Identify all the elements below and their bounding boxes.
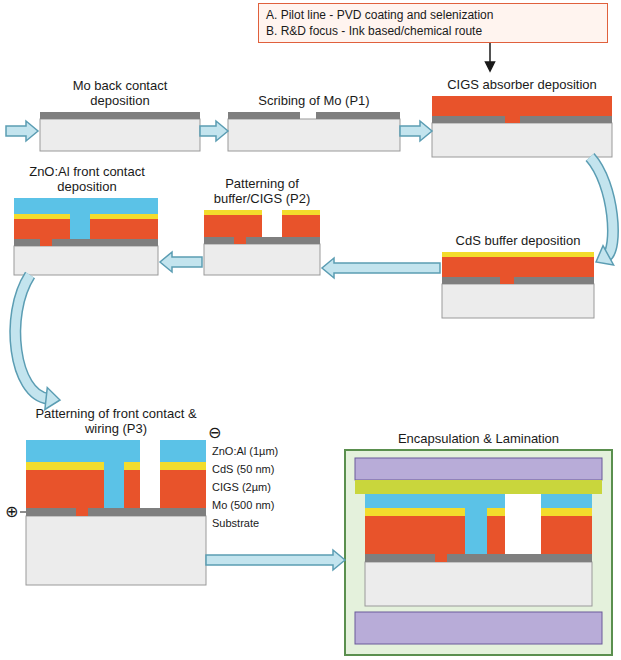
- mo-scribing-stack: [228, 112, 400, 151]
- mo-layer: [52, 239, 158, 246]
- step-heading: CdS buffer deposition: [440, 233, 596, 248]
- process-step: Scribing of Mo (P1): [228, 87, 400, 151]
- process-step: Encapsulation & Lamination: [345, 425, 612, 655]
- step-heading: ZnO:Al front contact deposition: [15, 164, 159, 194]
- encapsulated-module: [345, 450, 612, 655]
- layer-label: Mo (500 nm): [212, 498, 274, 512]
- start-arrow: [6, 121, 38, 141]
- step-heading: Mo back contact deposition: [60, 78, 180, 108]
- process-step: CIGS absorber deposition: [432, 71, 612, 157]
- zno-layer: [465, 494, 487, 554]
- flow-arrow: [322, 258, 440, 278]
- polarity-symbol: ⊖: [208, 424, 221, 442]
- flow-arrow: [590, 157, 614, 265]
- flow-arrow: [200, 121, 228, 141]
- illustration-part: [355, 612, 602, 644]
- block-arrow: [200, 121, 228, 141]
- scribe-gap: [505, 494, 541, 554]
- process-step: Patterning of buffer/CIGS (P2): [202, 170, 322, 275]
- process-step: CdS buffer deposition: [440, 227, 596, 318]
- substrate-layer: [40, 119, 200, 151]
- step-heading: CIGS absorber deposition: [432, 77, 612, 92]
- zno-stack: [14, 198, 158, 275]
- callout-arrow: [489, 43, 491, 62]
- flow-arrow: [15, 275, 60, 409]
- illustration-part: [345, 450, 612, 655]
- substrate-layer: [228, 119, 400, 151]
- arrow-head: [486, 62, 495, 71]
- step-heading: Encapsulation & Lamination: [345, 431, 612, 446]
- curved-arrow-outline: [15, 275, 48, 399]
- illustration-part: [355, 480, 602, 494]
- mo-layer: [442, 277, 500, 284]
- layer-label: Substrate: [212, 516, 259, 530]
- cds-stack: [442, 252, 594, 318]
- mo-layer: [26, 508, 76, 516]
- mo-layer: [432, 116, 505, 123]
- block-arrow: [206, 550, 345, 570]
- substrate-layer: [26, 516, 206, 585]
- layer-label: CIGS (2µm): [212, 480, 271, 494]
- illustration-part: [355, 458, 602, 480]
- substrate-layer: [204, 244, 320, 275]
- substrate-layer: [365, 562, 592, 606]
- polarity-symbol: ⊕: [5, 503, 18, 521]
- flow-arrow: [400, 121, 432, 141]
- process-step: Patterning of front contact & wiring (P3…: [26, 400, 206, 585]
- step-heading: Scribing of Mo (P1): [228, 93, 400, 108]
- curved-arrow-outline: [590, 157, 613, 256]
- p3-stack: [20, 439, 206, 585]
- mo-layer: [88, 508, 206, 516]
- process-step: ZnO:Al front contact deposition: [14, 158, 160, 275]
- mo-layer: [246, 237, 320, 244]
- flow-arrow: [206, 550, 345, 570]
- cigs-stack: [432, 96, 612, 157]
- step-heading: Patterning of buffer/CIGS (P2): [204, 176, 320, 206]
- mo-layer: [447, 554, 592, 562]
- mo-layer: [520, 116, 612, 123]
- cigs-layer: [442, 257, 594, 284]
- mo-layer: [204, 237, 234, 244]
- illustration-part: [20, 512, 26, 513]
- flow-arrow: [160, 252, 202, 272]
- zno-layer: [104, 440, 124, 508]
- cds-layer: [442, 252, 594, 257]
- block-arrow: [322, 258, 440, 278]
- curved-arrow-body: [15, 275, 48, 399]
- callout-text: A. Pilot line - PVD coating and seleniza…: [266, 7, 600, 23]
- mo-layer: [14, 239, 40, 246]
- substrate-layer: [442, 284, 594, 318]
- scribe-gap: [140, 439, 160, 508]
- mo-layer: [228, 112, 300, 119]
- p2-stack: [204, 209, 320, 275]
- substrate-layer: [432, 123, 612, 157]
- arrow-head: [596, 246, 614, 265]
- callout-text: B. R&D focus - Ink based/chemical route: [266, 23, 600, 39]
- process-step: Mo back contact deposition: [40, 72, 200, 151]
- step-heading: Patterning of front contact & wiring (P3…: [29, 406, 204, 436]
- layer-label: CdS (50 nm): [212, 462, 274, 476]
- substrate-layer: [14, 246, 158, 275]
- mo-layer: [316, 112, 400, 119]
- mo-layer: [40, 112, 200, 119]
- mo-deposition-stack: [40, 112, 200, 151]
- layer-label: ZnO:Al (1µm): [212, 444, 278, 458]
- block-arrow: [400, 121, 432, 141]
- cigs-layer: [432, 96, 612, 123]
- curved-arrow-body: [590, 157, 613, 256]
- block-arrow: [160, 252, 202, 272]
- scribe-gap: [262, 209, 282, 237]
- zno-layer: [70, 198, 90, 239]
- mo-layer: [514, 277, 594, 284]
- callout-box: A. Pilot line - PVD coating and seleniza…: [258, 3, 608, 43]
- flow-arrow: [486, 43, 495, 71]
- mo-layer: [365, 554, 435, 562]
